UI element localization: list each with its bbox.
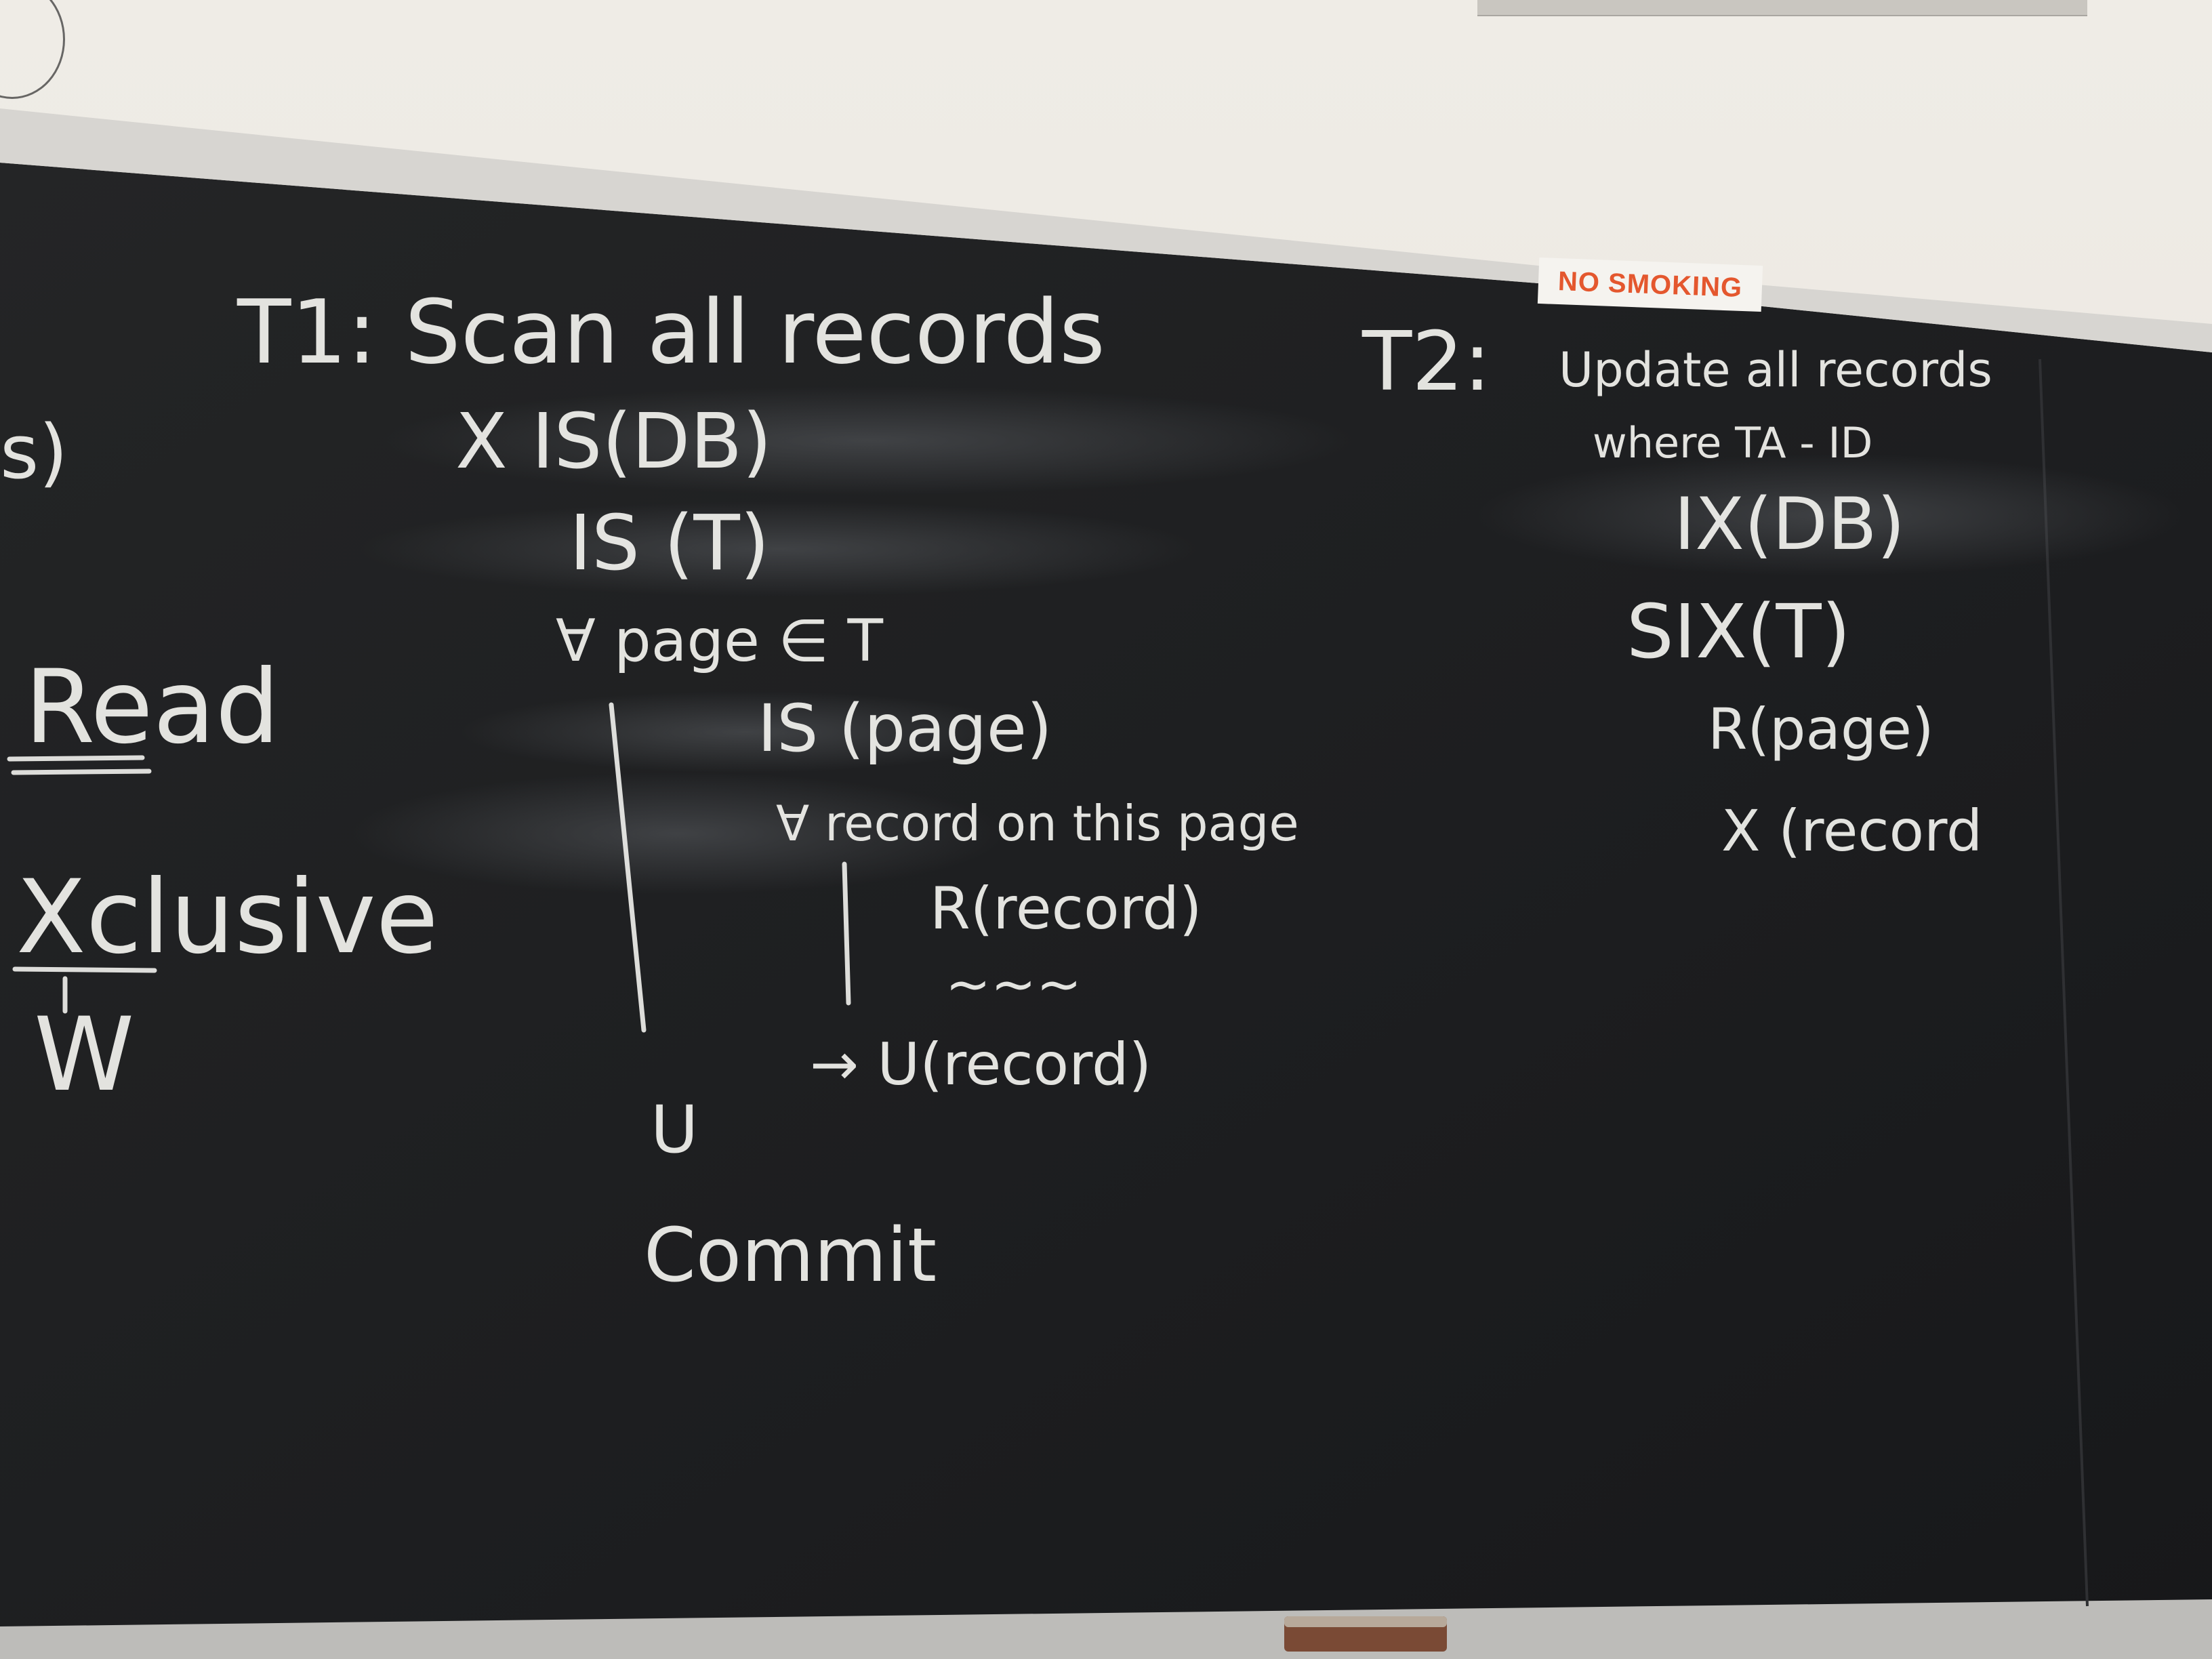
t2-subtitle-2: where TA - ID xyxy=(1593,418,1872,468)
t1-line-for-record: ∀ record on this page xyxy=(776,795,1299,852)
t1-line-r-record: R(record) xyxy=(930,875,1202,943)
t1-line-is-db: X IS(DB) xyxy=(455,398,772,486)
chalk-tray xyxy=(0,1599,2212,1659)
t2-title: T2: xyxy=(1361,315,1491,409)
t2-line-r-page: R(page) xyxy=(1708,696,1934,762)
erase-smudge xyxy=(1477,454,2182,576)
erase-smudge xyxy=(352,773,1003,895)
t2-line-six-t: SIX(T) xyxy=(1626,588,1851,675)
t1-line-is-t: IS (T) xyxy=(569,499,770,588)
w-label: W xyxy=(34,996,134,1114)
t1-line-u: U xyxy=(651,1092,698,1168)
t1-title: T1: Scan all records xyxy=(237,281,1105,384)
board-top-trim xyxy=(0,108,2212,352)
t1-line-u-record: → U(record) xyxy=(810,1031,1151,1099)
t2-line-x-record: X (record xyxy=(1721,798,1982,864)
eraser xyxy=(1284,1616,1447,1652)
chalkboard-surface xyxy=(0,163,2212,1659)
xclusive-label: Xclusive xyxy=(16,859,438,977)
t2-subtitle-1: Update all records xyxy=(1559,342,1992,398)
t1-line-squiggle: ~~~ xyxy=(945,953,1082,1016)
t1-loop-bar-inner xyxy=(842,861,851,1006)
t2-line-ix-db: IX(DB) xyxy=(1674,483,1905,566)
t1-line-commit: Commit xyxy=(644,1212,937,1298)
t1-line-is-page: IS (page) xyxy=(758,691,1052,766)
board-panel-seam xyxy=(2039,359,2089,1607)
read-label: Read xyxy=(24,649,280,766)
wall-mark xyxy=(0,0,65,99)
erase-smudge xyxy=(461,691,1030,773)
erase-smudge xyxy=(359,501,1200,596)
t1-line-for-page: ∀ page ∈ T xyxy=(556,607,884,675)
projector-mount-shadow xyxy=(1477,0,2087,16)
t1-loop-bar-outer xyxy=(609,702,647,1033)
erase-smudge xyxy=(380,386,1355,495)
margin-partial-text: s) xyxy=(0,409,68,495)
no-smoking-sign: NO SMOKING xyxy=(1537,257,1763,312)
